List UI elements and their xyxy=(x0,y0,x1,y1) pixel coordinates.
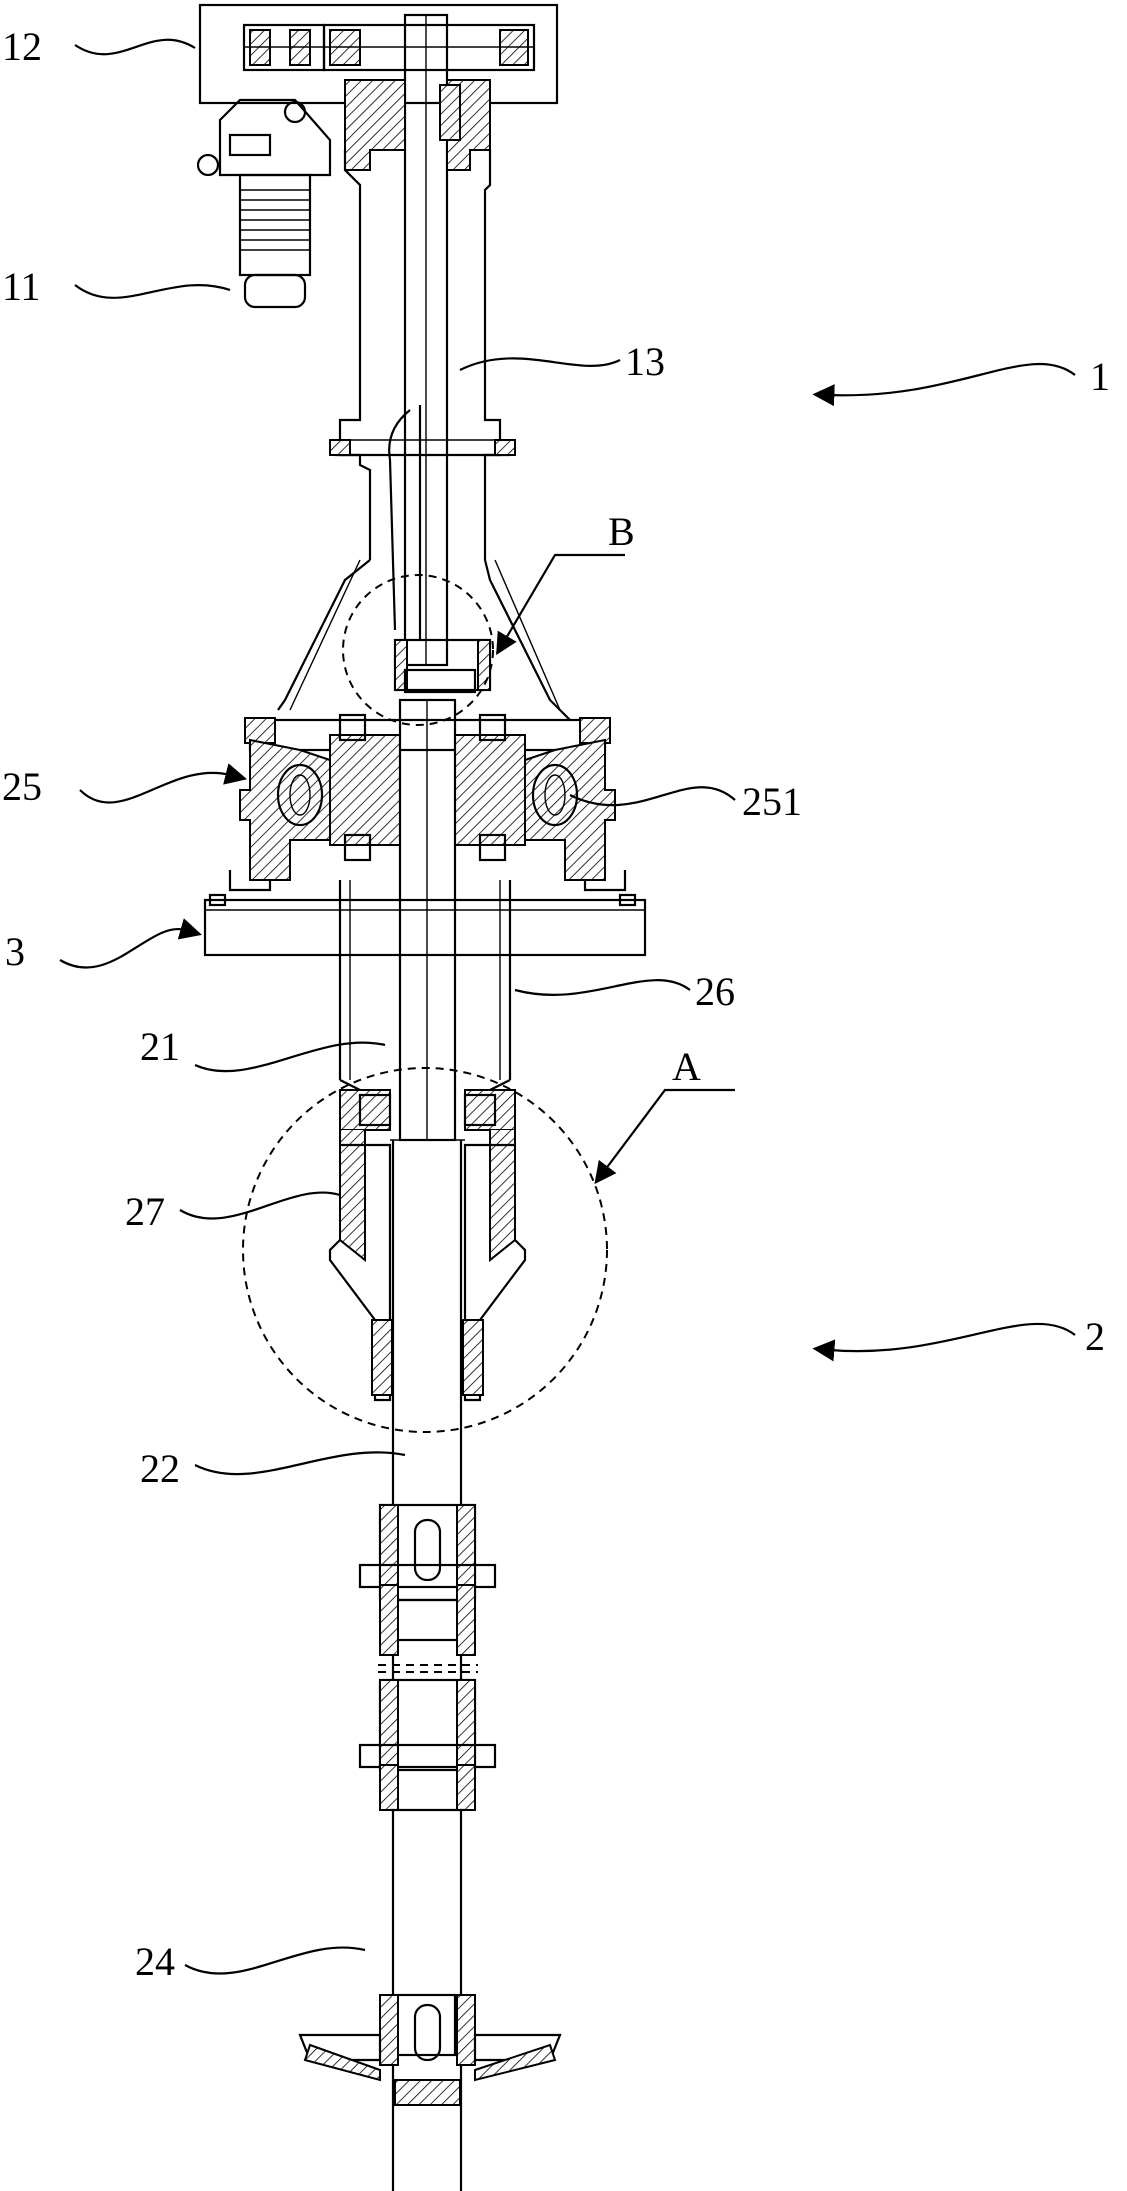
main-shaft-21 xyxy=(398,698,457,1142)
label-24: 24 xyxy=(135,1939,175,1984)
label-11: 11 xyxy=(2,264,41,309)
shaft-coupling-lower xyxy=(358,1678,497,1812)
label-a: A xyxy=(672,1044,701,1089)
label-13: 13 xyxy=(625,339,665,384)
leader-lines xyxy=(59,38,1076,1975)
top-bearing-housing xyxy=(344,79,491,171)
sleeve-26 xyxy=(338,880,512,1091)
label-12: 12 xyxy=(2,24,42,69)
bearing-housing-25 xyxy=(228,713,627,892)
label-26: 26 xyxy=(695,969,735,1014)
detail-circle-b xyxy=(342,574,494,726)
label-251: 251 xyxy=(742,779,802,824)
label-2: 2 xyxy=(1085,1314,1105,1359)
lower-bearing-assembly xyxy=(328,1089,527,1402)
label-25: 25 xyxy=(2,764,42,809)
shaft-coupling-upper xyxy=(358,1503,497,1656)
support-frame-3 xyxy=(203,893,647,957)
detail-circle-a xyxy=(242,1067,608,1433)
label-21: 21 xyxy=(140,1024,180,1069)
roller-left xyxy=(276,763,324,827)
roller-251 xyxy=(531,763,579,827)
label-3: 3 xyxy=(5,929,25,974)
label-27: 27 xyxy=(125,1189,165,1234)
label-b: B xyxy=(608,509,635,554)
cable-guide xyxy=(388,405,422,640)
break-line xyxy=(378,1664,478,1673)
label-22: 22 xyxy=(140,1446,180,1491)
gear-large xyxy=(322,23,536,72)
impeller-24 xyxy=(298,1993,562,2106)
drive-unit xyxy=(196,3,571,721)
gear-12 xyxy=(242,23,326,72)
motor-11 xyxy=(196,98,332,309)
label-1: 1 xyxy=(1090,354,1110,399)
